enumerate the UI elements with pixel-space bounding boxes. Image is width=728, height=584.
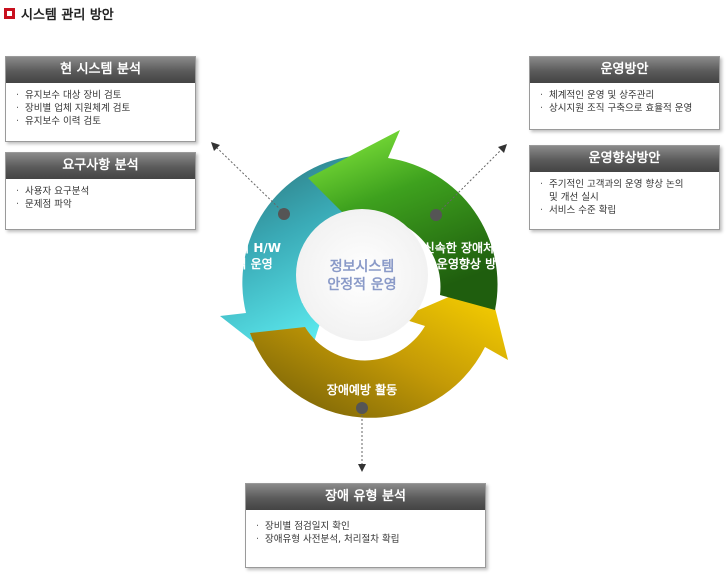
connector-bottom-arrowhead xyxy=(358,464,366,472)
cycle-arrow-bottom xyxy=(250,280,508,418)
cycle-right-label: 신속한 장애처리 및 운영향상 방안 xyxy=(402,240,542,272)
list-item: 장비별 업체 지원체계 검토 xyxy=(16,102,187,115)
left-label-line2: 안정적 운영 xyxy=(213,257,273,271)
center-label-line1: 정보시스템 xyxy=(329,259,395,275)
center-label-line2: 안정적 운영 xyxy=(327,277,397,293)
box-current-analysis: 현 시스템 분석 유지보수 대상 장비 검토 장비별 업체 지원체계 검토 유지… xyxy=(5,56,196,142)
box-operation-plan: 운영방안 체계적인 운영 및 상주관리 상시지원 조직 구축으로 효율적 운영 xyxy=(529,56,720,130)
cycle-arrow-right xyxy=(308,130,498,310)
list-item: 장애유형 사전분석, 처리절차 확립 xyxy=(256,533,477,546)
list-item: 상시지원 조직 구축으로 효율적 운영 xyxy=(540,102,711,115)
cycle-center xyxy=(296,209,428,341)
cycle-left-label: 전산장비 H/W 안정적 운영 xyxy=(190,240,296,272)
list-item: 주기적인 고객과의 운영 향상 논의 xyxy=(540,178,711,191)
list-item: 서비스 수준 확립 xyxy=(540,204,711,217)
right-label-line1: 신속한 장애처리 및 xyxy=(423,241,521,255)
list-item: 장비별 점검일지 확인 xyxy=(256,520,477,533)
box-operation-plan-title: 운영방안 xyxy=(530,57,719,83)
cycle-bottom-label: 장애예방 활동 xyxy=(326,383,398,397)
connector-right-arrowhead xyxy=(498,144,507,153)
left-label-line1: 전산장비 H/W xyxy=(204,241,281,255)
list-item: 유지보수 이력 검토 xyxy=(16,115,187,128)
list-item: 사용자 요구분석 xyxy=(16,185,187,198)
box-requirements-title: 요구사항 분석 xyxy=(6,153,195,179)
list-item: 유지보수 대상 장비 검토 xyxy=(16,89,187,102)
list-item: 문제점 파악 xyxy=(16,198,187,211)
title-bullet-icon xyxy=(4,7,15,19)
box-failure-analysis-title: 장애 유형 분석 xyxy=(246,484,485,510)
page-title: 시스템 관리 방안 xyxy=(4,5,114,23)
node-right-dot xyxy=(430,209,442,221)
connector-left xyxy=(213,144,285,214)
node-bottom-dot xyxy=(356,402,368,414)
node-left-dot xyxy=(278,208,290,220)
box-improvement-plan: 운영향상방안 주기적인 고객과의 운영 향상 논의 및 개선 실시 서비스 수준… xyxy=(529,145,720,230)
box-improvement-plan-title: 운영향상방안 xyxy=(530,146,719,172)
connector-left-arrowhead xyxy=(211,142,220,151)
box-requirements: 요구사항 분석 사용자 요구분석 문제점 파악 xyxy=(5,152,196,230)
right-label-line2: 운영향상 방안 xyxy=(436,257,508,271)
list-item: 체계적인 운영 및 상주관리 xyxy=(540,89,711,102)
list-item-continued: 및 개선 실시 xyxy=(549,192,599,203)
page-title-text: 시스템 관리 방안 xyxy=(21,7,114,23)
box-failure-analysis: 장애 유형 분석 장비별 점검일지 확인 장애유형 사전분석, 처리절차 확립 xyxy=(245,483,486,568)
box-current-analysis-title: 현 시스템 분석 xyxy=(6,57,195,83)
connector-right xyxy=(435,146,505,216)
cycle-center-label: 정보시스템 안정적 운영 xyxy=(310,258,414,294)
